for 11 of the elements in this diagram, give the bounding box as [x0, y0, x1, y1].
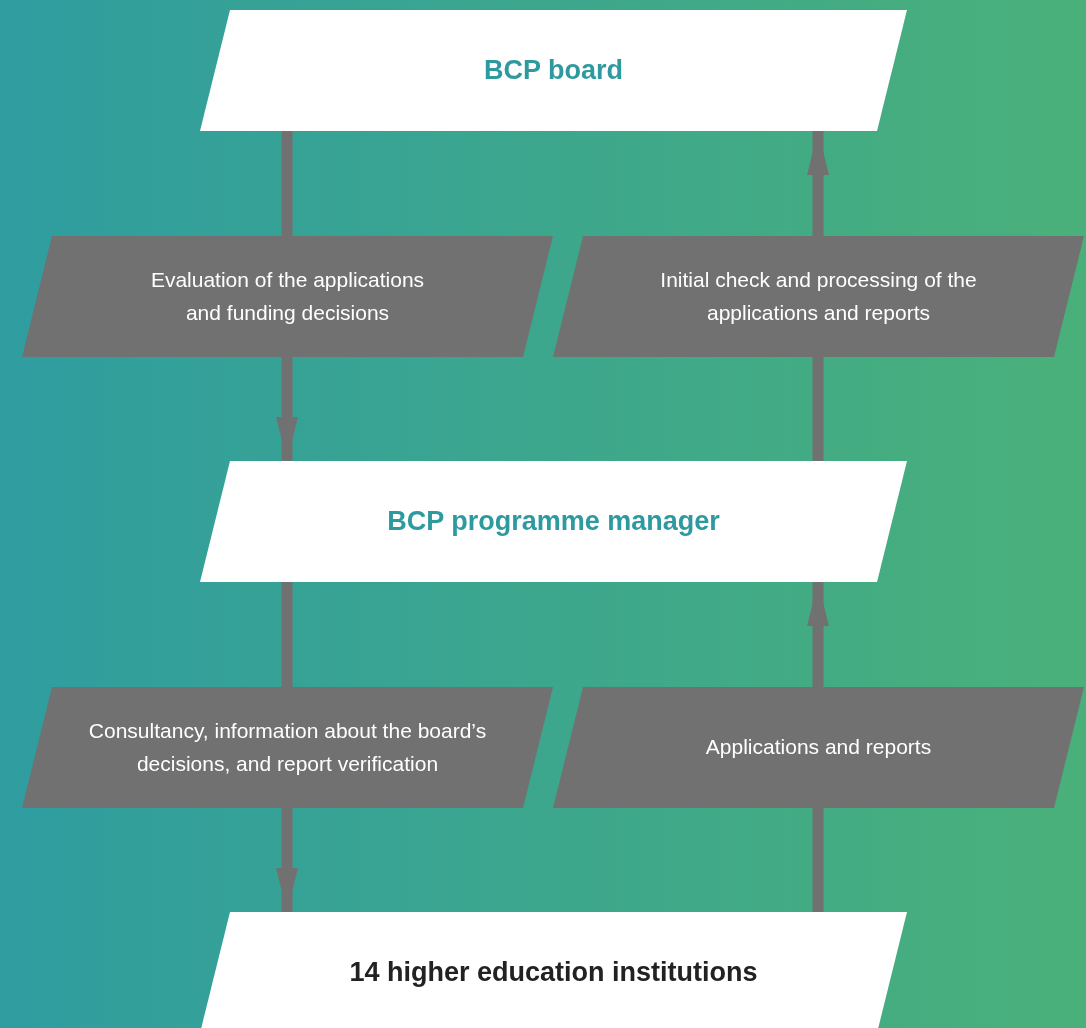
arrow — [276, 808, 298, 912]
arrow — [276, 357, 298, 461]
box-label: BCP board — [484, 53, 623, 87]
box-label: BCP programme manager — [387, 504, 720, 538]
arrow — [807, 582, 829, 687]
box-label: Consultancy, information about the board’s decisions, and report verification — [87, 717, 488, 777]
box-label: Initial check and processing of the applications and reports — [659, 266, 978, 326]
box-label: Applications and reports — [705, 734, 932, 761]
box-label: 14 higher education institutions — [349, 955, 758, 989]
arrow — [807, 131, 829, 236]
box-label: Evaluation of the applications and funding decisions — [149, 266, 426, 326]
